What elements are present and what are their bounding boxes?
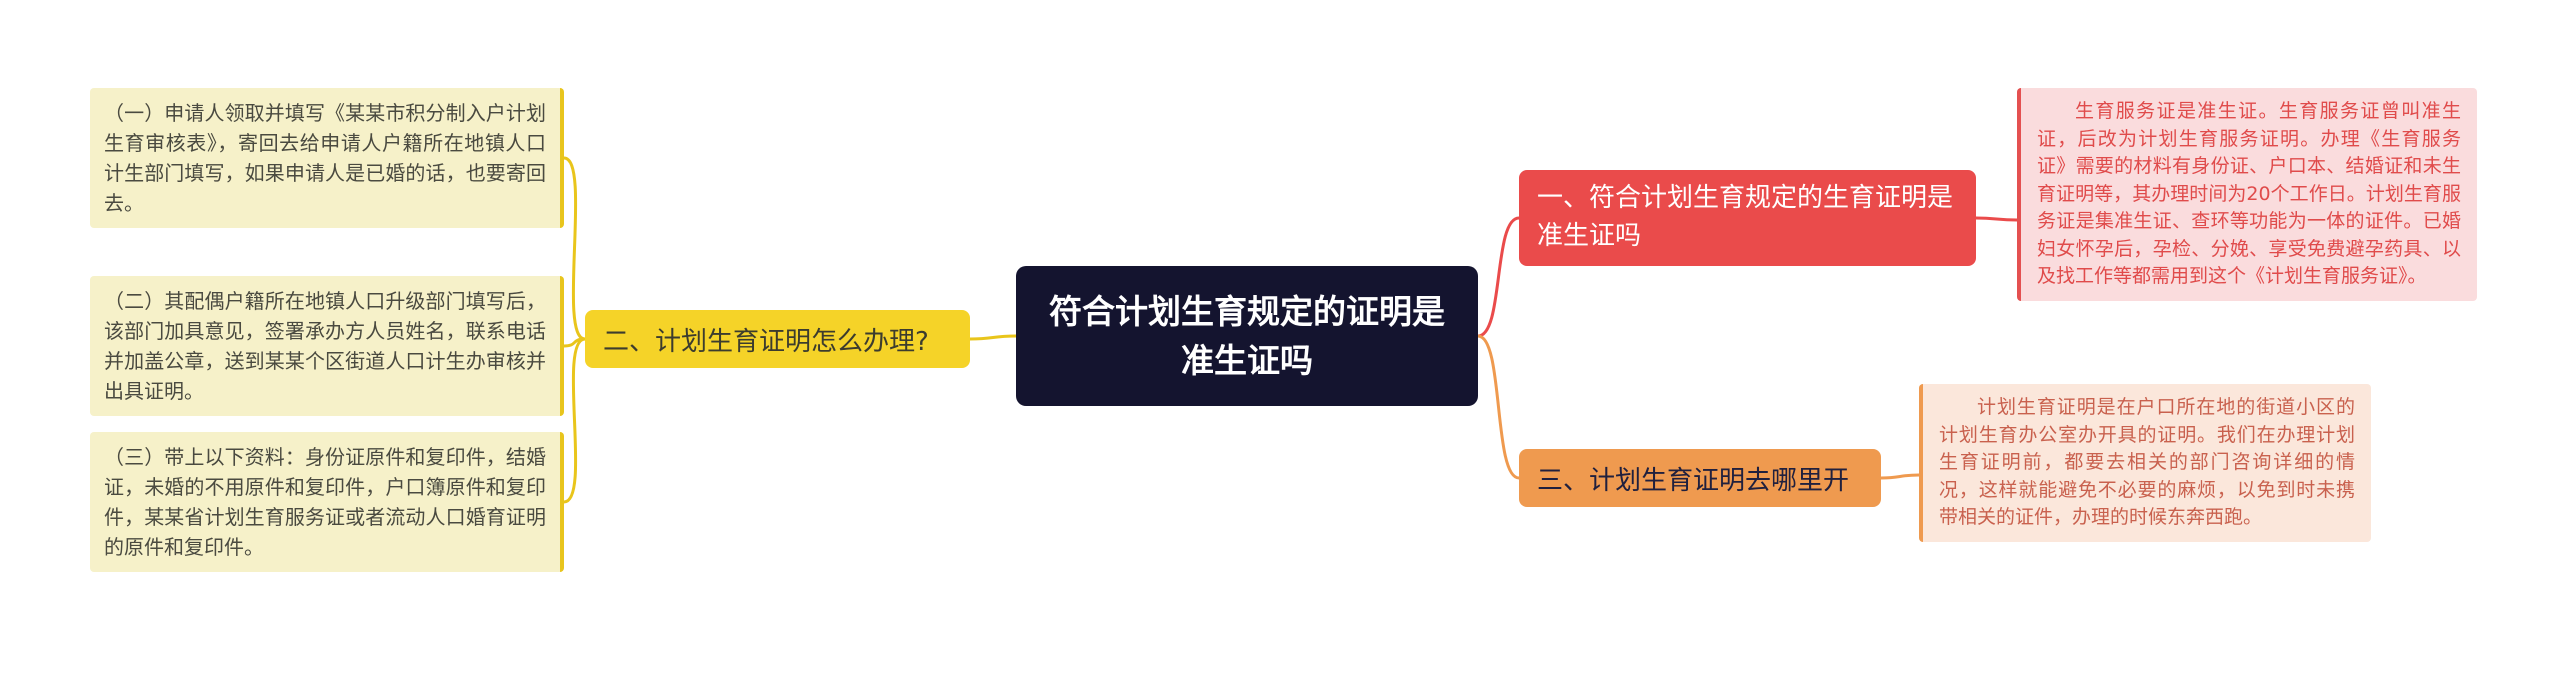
- branch-node-how-to-apply-label: 二、计划生育证明怎么办理?: [603, 326, 929, 357]
- branch-node-where-to-get-label: 三、计划生育证明去哪里开: [1537, 465, 1850, 496]
- leaf-node-step-3-text: （三）带上以下资料：身份证原件和复印件，结婚证，未婚的不用原件和复印件，户口簿原…: [104, 445, 546, 559]
- leaf-node-birth-service-cert-detail[interactable]: 生育服务证是准生证。生育服务证曾叫准生证，后改为计划生育服务证明。办理《生育服务…: [2017, 88, 2477, 301]
- leaf-node-step-1-text: （一）申请人领取并填写《某某市积分制入户计划生育审核表》，寄回去给申请人户籍所在…: [104, 101, 546, 215]
- connector-center-to-right-bottom-branch: [1477, 334, 1520, 480]
- leaf-node-where-to-get-detail[interactable]: 计划生育证明是在户口所在地的街道小区的计划生育办公室办开具的证明。我们在办理计划…: [1919, 384, 2371, 542]
- connector-center-to-right-top-branch: [1477, 216, 1520, 338]
- central-topic-node[interactable]: 符合计划生育规定的证明是准生证吗: [1016, 266, 1478, 406]
- leaf-node-birth-service-cert-detail-text: 生育服务证是准生证。生育服务证曾叫准生证，后改为计划生育服务证明。办理《生育服务…: [2037, 100, 2461, 288]
- branch-node-is-birth-permit[interactable]: 一、符合计划生育规定的生育证明是准生证吗: [1519, 170, 1976, 266]
- leaf-node-step-3[interactable]: （三）带上以下资料：身份证原件和复印件，结婚证，未婚的不用原件和复印件，户口簿原…: [90, 432, 564, 572]
- connector-right-top-branch-to-detail: [1975, 216, 2018, 222]
- leaf-node-where-to-get-detail-text: 计划生育证明是在户口所在地的街道小区的计划生育办公室办开具的证明。我们在办理计划…: [1939, 396, 2355, 529]
- branch-node-is-birth-permit-label: 一、符合计划生育规定的生育证明是准生证吗: [1537, 183, 1954, 251]
- leaf-node-step-1[interactable]: （一）申请人领取并填写《某某市积分制入户计划生育审核表》，寄回去给申请人户籍所在…: [90, 88, 564, 228]
- branch-node-how-to-apply[interactable]: 二、计划生育证明怎么办理?: [585, 310, 970, 368]
- central-topic-label: 符合计划生育规定的证明是准生证吗: [1049, 291, 1445, 381]
- connector-left-branch-to-step-2: [563, 337, 586, 348]
- branch-node-where-to-get[interactable]: 三、计划生育证明去哪里开: [1519, 449, 1881, 507]
- connector-right-bottom-branch-to-detail: [1880, 473, 1920, 480]
- connector-left-branch-to-step-3: [563, 337, 586, 504]
- leaf-node-step-2[interactable]: （二）其配偶户籍所在地镇人口升级部门填写后，该部门加具意见，签署承办方人员姓名，…: [90, 276, 564, 416]
- connector-center-to-left-branch: [969, 334, 1017, 341]
- leaf-node-step-2-text: （二）其配偶户籍所在地镇人口升级部门填写后，该部门加具意见，签署承办方人员姓名，…: [104, 289, 546, 403]
- connector-left-branch-to-step-1: [563, 156, 586, 341]
